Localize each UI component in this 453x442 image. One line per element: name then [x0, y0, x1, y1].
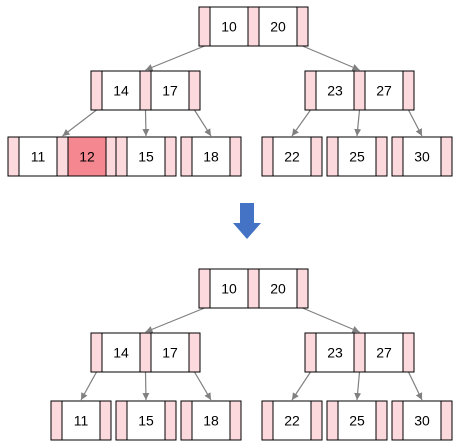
- tree-edge: [80, 371, 98, 401]
- leaf-node: 30: [391, 136, 453, 177]
- key-label: 15: [138, 149, 154, 165]
- down-arrow-icon: [233, 203, 261, 239]
- key-label: 15: [138, 413, 154, 429]
- leaf-node: 11 12: [7, 136, 118, 177]
- tree-nodes: 10 20 14 17 23 27 11 12 15 18 22 25 30 10 20 14 17 23 27 11…: [7, 6, 453, 441]
- tree-edge: [193, 371, 212, 401]
- tree-edge: [407, 109, 423, 137]
- key-label: 10: [221, 19, 237, 35]
- key-label: 11: [74, 413, 89, 429]
- tree-edge: [302, 307, 360, 333]
- tree-edge: [291, 371, 312, 401]
- key-cell: [126, 400, 166, 441]
- tree-edge: [302, 45, 360, 71]
- internal-node: 14 17: [90, 70, 201, 111]
- tree-edge: [354, 371, 362, 401]
- internal-node: 14 17: [90, 332, 201, 373]
- key-cell: [126, 136, 166, 177]
- root-node: 10 20: [198, 6, 309, 47]
- leaf-node: 18: [180, 400, 242, 441]
- key-cell: [272, 136, 312, 177]
- key-cell: [315, 70, 355, 111]
- key-cell: [315, 332, 355, 373]
- key-cell: [150, 70, 190, 111]
- key-cell: [258, 6, 298, 47]
- key-label: 17: [162, 345, 178, 361]
- tree-edge: [142, 371, 150, 401]
- key-cell: [272, 400, 312, 441]
- key-label: 17: [162, 83, 178, 99]
- leaf-node: 25: [326, 400, 388, 441]
- key-cell: [364, 332, 404, 373]
- key-label: 12: [79, 149, 95, 165]
- key-cell: [258, 268, 298, 309]
- key-cell: [18, 136, 58, 177]
- key-label: 14: [113, 345, 129, 361]
- key-label: 23: [327, 345, 343, 361]
- key-label: 27: [376, 83, 392, 99]
- leaf-node: 18: [180, 136, 242, 177]
- key-label: 20: [270, 19, 286, 35]
- key-cell: [337, 136, 377, 177]
- key-cell: [402, 136, 442, 177]
- key-label: 30: [414, 149, 430, 165]
- leaf-node: 11: [50, 400, 112, 441]
- internal-node: 23 27: [304, 332, 415, 373]
- key-label: 22: [284, 413, 300, 429]
- key-label: 10: [221, 281, 237, 297]
- leaf-node: 22: [261, 136, 323, 177]
- tree-edge: [145, 45, 205, 71]
- tree-edge: [291, 109, 311, 137]
- key-label: 23: [327, 83, 343, 99]
- key-label: 25: [349, 413, 365, 429]
- key-label: 14: [113, 83, 129, 99]
- leaf-node: 30: [391, 400, 453, 441]
- key-label: 18: [203, 413, 219, 429]
- tree-edge: [354, 109, 362, 137]
- key-cell: [337, 400, 377, 441]
- key-cell: [101, 332, 141, 373]
- tree-edge: [145, 307, 205, 333]
- tree-edge: [193, 109, 212, 137]
- key-cell: [191, 400, 231, 441]
- internal-node: 23 27: [304, 70, 415, 111]
- root-node: 10 20: [198, 268, 309, 309]
- key-cell: [364, 70, 404, 111]
- tree-edge: [407, 371, 423, 401]
- key-label: 22: [284, 149, 300, 165]
- tree-edges: [62, 45, 423, 401]
- transition-arrow: [233, 203, 261, 239]
- key-cell: [402, 400, 442, 441]
- key-cell: [209, 268, 249, 309]
- key-label: 11: [31, 149, 46, 165]
- key-label: 30: [414, 413, 430, 429]
- key-cell: [191, 136, 231, 177]
- key-label: 20: [270, 281, 286, 297]
- leaf-node: 15: [115, 400, 177, 441]
- key-label: 25: [349, 149, 365, 165]
- key-label: 18: [203, 149, 219, 165]
- tree-edge: [142, 109, 150, 137]
- tree-edge: [62, 109, 97, 137]
- key-cell: [150, 332, 190, 373]
- key-cell: [101, 70, 141, 111]
- key-cell: [209, 6, 249, 47]
- key-label: 27: [376, 345, 392, 361]
- leaf-node: 25: [326, 136, 388, 177]
- key-cell-highlighted: [67, 136, 107, 177]
- leaf-node: 15: [115, 136, 177, 177]
- key-cell: [61, 400, 101, 441]
- leaf-node: 22: [261, 400, 323, 441]
